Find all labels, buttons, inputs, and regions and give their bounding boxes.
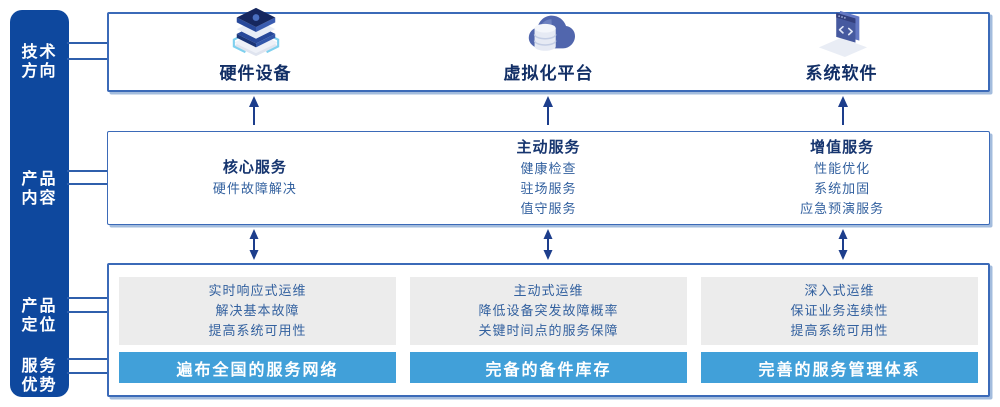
sidebar-label-line: 定位: [21, 317, 58, 334]
positioning-line: 实时响应式运维: [208, 283, 307, 299]
positioning-panel: 深入式运维 保证业务连续性 提高系统可用性: [701, 277, 978, 346]
sidebar-label-line: 内容: [21, 190, 58, 207]
service-item: 应急预演服务: [800, 201, 885, 216]
tech-item-system-software: 系统软件: [695, 10, 988, 90]
positioning-column-realtime: 实时响应式运维 解决基本故障 提高系统可用性 遍布全国的服务网络: [119, 277, 396, 383]
positioning-line: 深入式运维: [804, 283, 875, 299]
connector-line: [67, 58, 107, 60]
sidebar-label-line: 方向: [21, 63, 58, 80]
positioning-line: 提高系统可用性: [208, 323, 307, 339]
service-column-core: 核心服务 硬件故障解决: [108, 132, 402, 224]
sidebar-label-line: 技术: [21, 44, 58, 61]
connector-line: [67, 170, 107, 172]
category-sidebar: 技术 方向 产品 内容 产品 定位 服务 优势: [10, 10, 69, 397]
up-arrow-icon: [696, 96, 990, 126]
software-window-icon: [811, 6, 873, 58]
product-positioning-box: 实时响应式运维 解决基本故障 提高系统可用性 遍布全国的服务网络 主动式运维 降…: [107, 263, 990, 397]
connector-line: [67, 358, 107, 360]
positioning-line: 降低设备突发故障概率: [478, 303, 619, 319]
connector-line: [67, 311, 107, 313]
sidebar-label-service-advantage: 服务 优势: [10, 357, 69, 395]
service-title: 主动服务: [516, 139, 581, 156]
positioning-line: 关键时间点的服务保障: [478, 323, 619, 339]
advantage-bar: 完备的备件库存: [410, 352, 687, 383]
server-stack-icon: [225, 6, 287, 58]
tech-item-label: 虚拟化平台: [503, 64, 594, 83]
double-arrow-icon: [107, 229, 401, 260]
connector-line: [67, 297, 107, 299]
service-column-proactive: 主动服务 健康检查 驻场服务 值守服务: [402, 132, 696, 224]
sidebar-label-line: 优势: [21, 377, 58, 394]
sidebar-label-line: 产品: [21, 298, 58, 315]
service-item: 驻场服务: [520, 181, 577, 196]
sidebar-label-line: 服务: [21, 358, 58, 375]
tech-item-label: 系统软件: [805, 64, 878, 83]
service-item: 性能优化: [814, 161, 871, 176]
arrow-row-double: [107, 229, 990, 260]
sidebar-label-product-content: 产品 内容: [10, 170, 69, 208]
service-item: 值守服务: [520, 201, 577, 216]
up-arrow-icon: [107, 96, 401, 126]
positioning-line: 保证业务连续性: [790, 303, 889, 319]
sidebar-label-product-positioning: 产品 定位: [10, 297, 69, 335]
positioning-panel: 实时响应式运维 解决基本故障 提高系统可用性: [119, 277, 396, 346]
tech-direction-box: 硬件设备 虚拟化平台: [107, 7, 990, 92]
connector-line: [67, 372, 107, 374]
sidebar-label-tech-direction: 技术 方向: [10, 43, 69, 81]
tech-item-virtualization: 虚拟化平台: [402, 14, 695, 90]
advantage-bar: 完善的服务管理体系: [701, 352, 978, 383]
sidebar-label-line: 产品: [21, 171, 58, 188]
product-content-box: 核心服务 硬件故障解决 主动服务 健康检查 驻场服务 值守服务 增值服务 性能优…: [107, 131, 990, 225]
arrow-row-up: [107, 96, 990, 126]
positioning-line: 主动式运维: [513, 283, 584, 299]
cloud-platform-icon: [518, 6, 580, 58]
connector-line: [67, 42, 107, 44]
double-arrow-icon: [696, 229, 990, 260]
positioning-column-indepth: 深入式运维 保证业务连续性 提高系统可用性 完善的服务管理体系: [701, 277, 978, 383]
tech-item-label: 硬件设备: [219, 64, 292, 83]
advantage-bar: 遍布全国的服务网络: [119, 352, 396, 383]
positioning-line: 提高系统可用性: [790, 323, 889, 339]
service-title: 增值服务: [810, 139, 875, 156]
service-title: 核心服务: [222, 159, 287, 176]
positioning-panel: 主动式运维 降低设备突发故障概率 关键时间点的服务保障: [410, 277, 687, 346]
up-arrow-icon: [401, 96, 695, 126]
service-item: 系统加固: [814, 181, 871, 196]
service-item: 硬件故障解决: [212, 181, 297, 196]
double-arrow-icon: [401, 229, 695, 260]
tech-item-hardware: 硬件设备: [109, 7, 402, 90]
positioning-line: 解决基本故障: [215, 303, 300, 319]
connector-line: [67, 183, 107, 185]
service-item: 健康检查: [520, 161, 577, 176]
positioning-column-proactive: 主动式运维 降低设备突发故障概率 关键时间点的服务保障 完备的备件库存: [410, 277, 687, 383]
service-column-value-added: 增值服务 性能优化 系统加固 应急预演服务: [695, 132, 989, 224]
